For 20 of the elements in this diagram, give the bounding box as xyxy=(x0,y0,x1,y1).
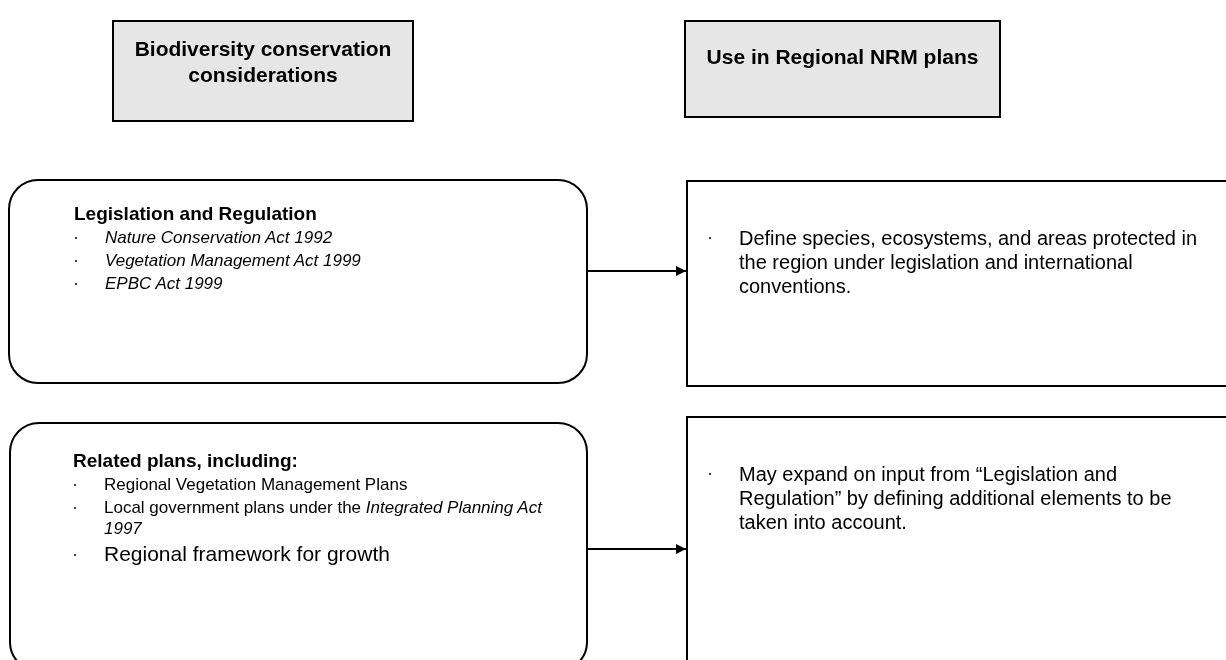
column-heading: Use in Regional NRM plans xyxy=(705,44,980,70)
arrow xyxy=(587,544,687,554)
list-item: Regional framework for growth xyxy=(104,541,390,567)
list-item: May expand on input from “Legislation and Regulation” by defining additional elements to be taken into account. xyxy=(739,462,1173,534)
arrow xyxy=(587,266,687,276)
text-box xyxy=(686,180,1226,387)
list-item: Nature Conservation Act 1992 xyxy=(105,227,333,248)
text-box xyxy=(686,416,1226,660)
list-item: Local government plans under the Integrated Planning Act 1997 xyxy=(104,497,544,539)
column-heading-box xyxy=(112,20,414,122)
list-item: Regional Vegetation Management Plans xyxy=(104,474,408,495)
column-heading: Biodiversity conservation considerations xyxy=(134,36,392,89)
rounded-box xyxy=(8,179,588,384)
list-item: Vegetation Management Act 1999 xyxy=(105,250,361,271)
rounded-box xyxy=(9,422,588,660)
list-item: EPBC Act 1999 xyxy=(105,273,223,294)
box-heading: Related plans, including: xyxy=(73,450,299,472)
list-item: Define species, ecosystems, and areas protected in the region under legislation and international conventions. xyxy=(739,226,1199,298)
column-heading-box xyxy=(684,20,1001,118)
box-heading: Legislation and Regulation xyxy=(74,203,318,225)
